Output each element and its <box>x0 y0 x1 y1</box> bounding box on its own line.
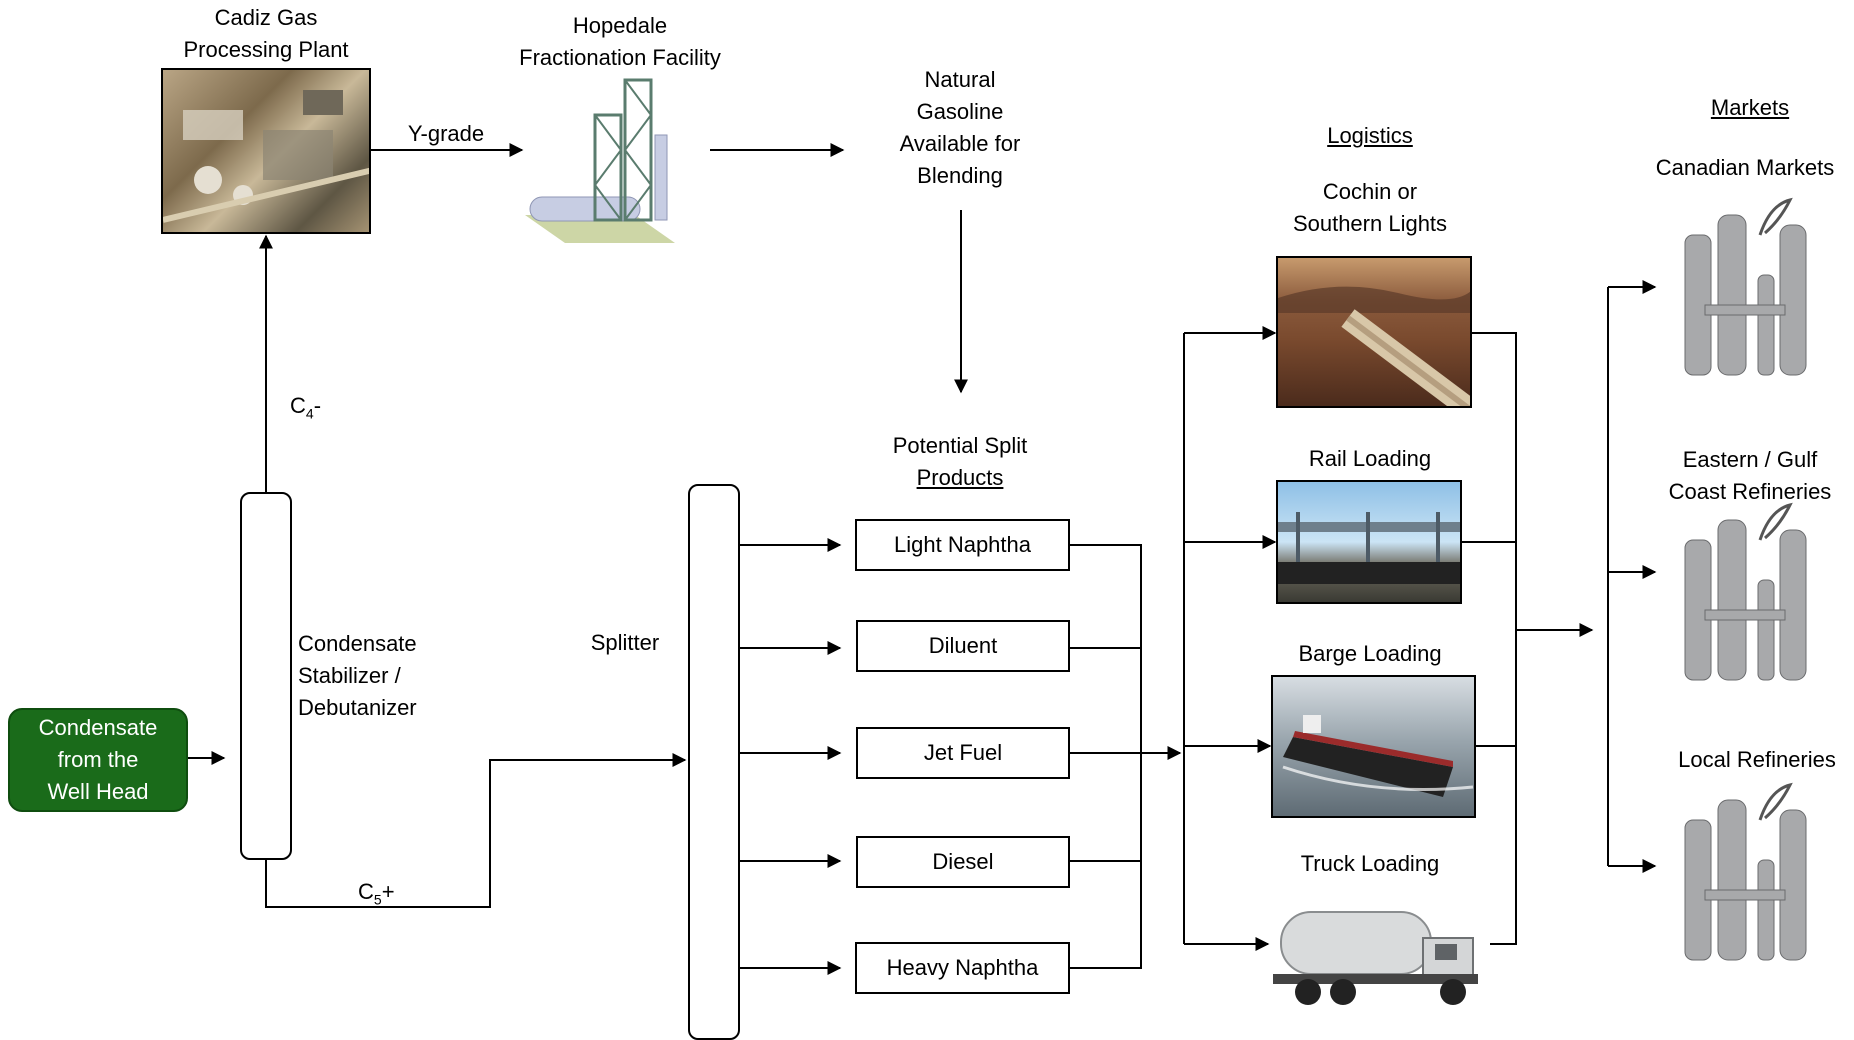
natural-gasoline-line1: Natural <box>924 67 996 92</box>
natural-gasoline-line2: Gasoline <box>916 99 1004 124</box>
product-diluent[interactable]: Diluent <box>856 620 1070 672</box>
market-eastern-line1: Eastern / Gulf <box>1682 447 1818 472</box>
refinery-icon-canadian <box>1684 197 1807 376</box>
pipeline-photo <box>1276 256 1472 408</box>
c5-main: C <box>358 879 374 904</box>
rail-illustration <box>1278 512 1460 584</box>
fractionation-tower-illustration <box>525 78 675 243</box>
c4-main: C <box>290 393 306 418</box>
logistics-heading: Logistics <box>1327 123 1413 148</box>
natural-gasoline-line4: Blending <box>917 163 1003 188</box>
products-heading-line1: Potential Split <box>892 433 1028 458</box>
source-line2: from the <box>57 747 139 772</box>
refinery-icon-eastern <box>1684 502 1807 681</box>
products-heading-line2: Products <box>916 465 1004 490</box>
source-line3: Well Head <box>47 779 149 804</box>
stabilizer-label: Condensate Stabilizer / Debutanizer <box>298 628 417 724</box>
c4-sub: 4 <box>305 405 314 422</box>
plant-title-line2: Processing Plant <box>183 37 349 62</box>
truck-label: Truck Loading <box>1300 851 1440 876</box>
fractionation-title: Hopedale Fractionation Facility <box>500 10 740 74</box>
fractionation-title-line1: Hopedale <box>572 13 668 38</box>
plant-photo <box>161 68 371 234</box>
product-light-naphtha[interactable]: Light Naphtha <box>855 519 1070 571</box>
pipeline-line2: Southern Lights <box>1292 211 1448 236</box>
c5-sub: 5 <box>373 891 382 908</box>
market-canadian-label: Canadian Markets <box>1655 155 1835 180</box>
stabilizer-line2: Stabilizer / <box>298 663 401 688</box>
source-line1: Condensate <box>38 715 158 740</box>
arrow-c5-to-splitter <box>265 753 687 908</box>
c4-label: C4- <box>290 390 321 429</box>
product-jet-fuel[interactable]: Jet Fuel <box>856 727 1070 779</box>
rail-photo <box>1276 480 1462 604</box>
product-diesel[interactable]: Diesel <box>856 836 1070 888</box>
plant-title-line1: Cadiz Gas <box>214 5 318 30</box>
condensate-source-node[interactable]: Condensate from the Well Head <box>8 708 188 812</box>
splitter-label: Splitter <box>590 630 660 655</box>
c5-suffix: + <box>381 879 395 904</box>
ygrade-label: Y-grade <box>407 121 485 146</box>
pipeline-label: Cochin or Southern Lights <box>1260 176 1480 240</box>
market-local-label: Local Refineries <box>1678 747 1836 772</box>
natural-gasoline-line3: Available for <box>899 131 1021 156</box>
rail-label: Rail Loading <box>1308 446 1432 471</box>
pipeline-line1: Cochin or <box>1322 179 1418 204</box>
fractionation-title-line2: Fractionation Facility <box>519 45 721 70</box>
truck-illustration <box>1273 911 1478 1005</box>
collector-products <box>1070 544 1142 969</box>
products-heading: Potential Split Products <box>870 430 1050 494</box>
c4-suffix: - <box>313 393 322 418</box>
splitter-column <box>688 484 740 1040</box>
natural-gasoline-label: Natural Gasoline Available for Blending <box>870 64 1050 192</box>
c5-label: C5+ <box>358 876 395 915</box>
barge-illustration <box>1282 715 1474 797</box>
refinery-icon-local <box>1684 782 1807 961</box>
barge-label: Barge Loading <box>1298 641 1442 666</box>
stabilizer-line3: Debutanizer <box>298 695 417 720</box>
market-eastern-label: Eastern / Gulf Coast Refineries <box>1650 444 1850 508</box>
pipeline-illustration <box>1278 286 1470 406</box>
collector-logistics <box>1470 332 1517 945</box>
stabilizer-column <box>240 492 292 860</box>
plant-illustration <box>163 90 369 223</box>
plant-title: Cadiz Gas Processing Plant <box>166 2 366 66</box>
barge-photo <box>1271 675 1476 818</box>
markets-heading: Markets <box>1710 95 1790 120</box>
stabilizer-line1: Condensate <box>298 631 417 656</box>
product-heavy-naphtha[interactable]: Heavy Naphtha <box>855 942 1070 994</box>
market-eastern-line2: Coast Refineries <box>1668 479 1832 504</box>
